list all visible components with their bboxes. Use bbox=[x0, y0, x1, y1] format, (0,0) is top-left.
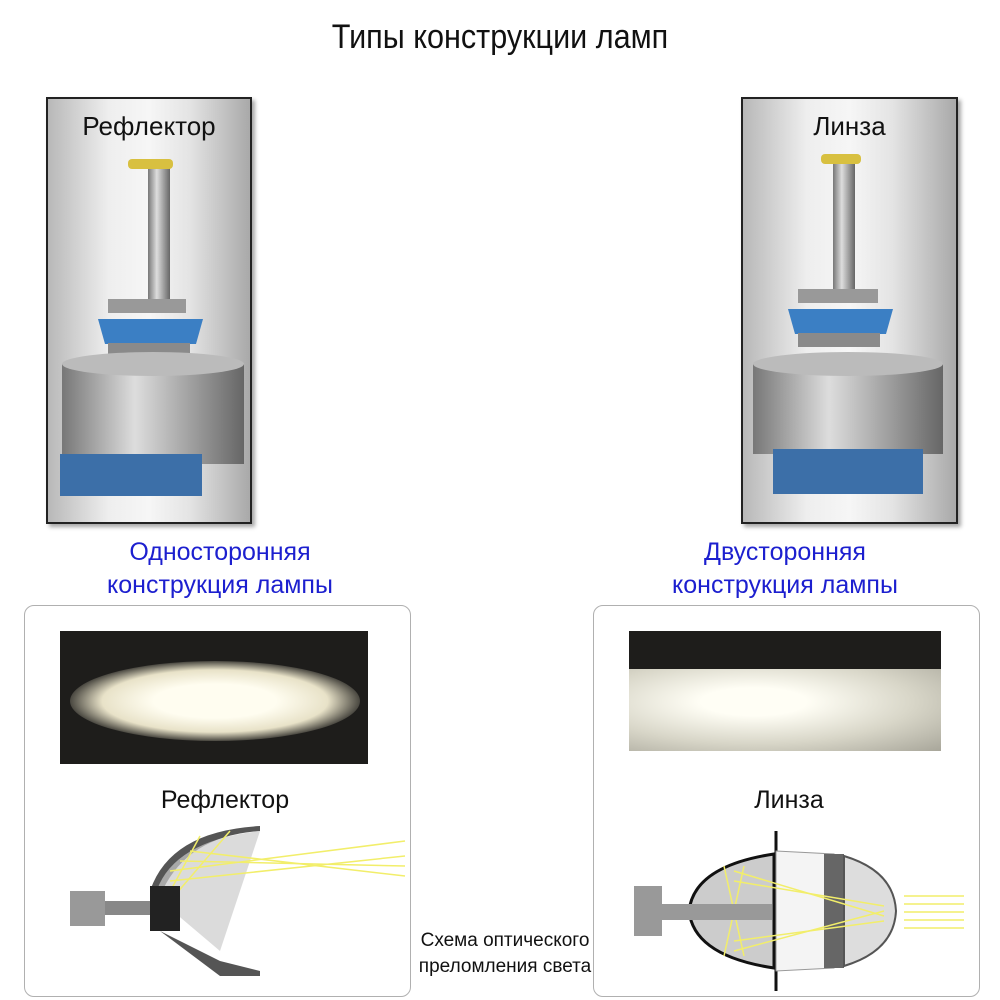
single-sided-construction-label: Односторонняя конструкция лампы bbox=[40, 536, 400, 602]
diagram-label: Линза bbox=[754, 786, 824, 814]
panel-label: Линза bbox=[813, 111, 886, 141]
label-line: конструкция лампы bbox=[107, 571, 333, 599]
lens-beam-pattern bbox=[629, 631, 941, 751]
led-bulb-illustration bbox=[60, 159, 244, 496]
reflector-optics-diagram bbox=[70, 826, 406, 976]
optics-caption: Схема оптического преломления света bbox=[380, 928, 630, 980]
diagram-label: Рефлектор bbox=[160, 786, 290, 814]
reflector-bulb-panel: Рефлектор bbox=[46, 97, 252, 524]
led-bulb-illustration bbox=[753, 154, 943, 494]
lens-bulb-panel: Линза bbox=[741, 97, 958, 524]
page-title: Типы конструкции ламп bbox=[331, 18, 669, 56]
lens-beam-box: Линза bbox=[593, 605, 980, 997]
label-line: Двусторонняя bbox=[704, 538, 866, 566]
label-line: конструкция лампы bbox=[672, 571, 898, 599]
double-sided-construction-label: Двусторонняя конструкция лампы bbox=[615, 536, 955, 602]
caption-line: Схема оптического bbox=[420, 930, 590, 951]
reflector-beam-box: Рефлектор bbox=[24, 605, 411, 997]
label-line: Односторонняя bbox=[129, 538, 311, 566]
caption-line: преломления света bbox=[418, 956, 592, 977]
panel-label: Рефлектор bbox=[82, 111, 216, 141]
reflector-beam-pattern bbox=[60, 631, 368, 764]
lens-optics-diagram bbox=[634, 831, 964, 991]
